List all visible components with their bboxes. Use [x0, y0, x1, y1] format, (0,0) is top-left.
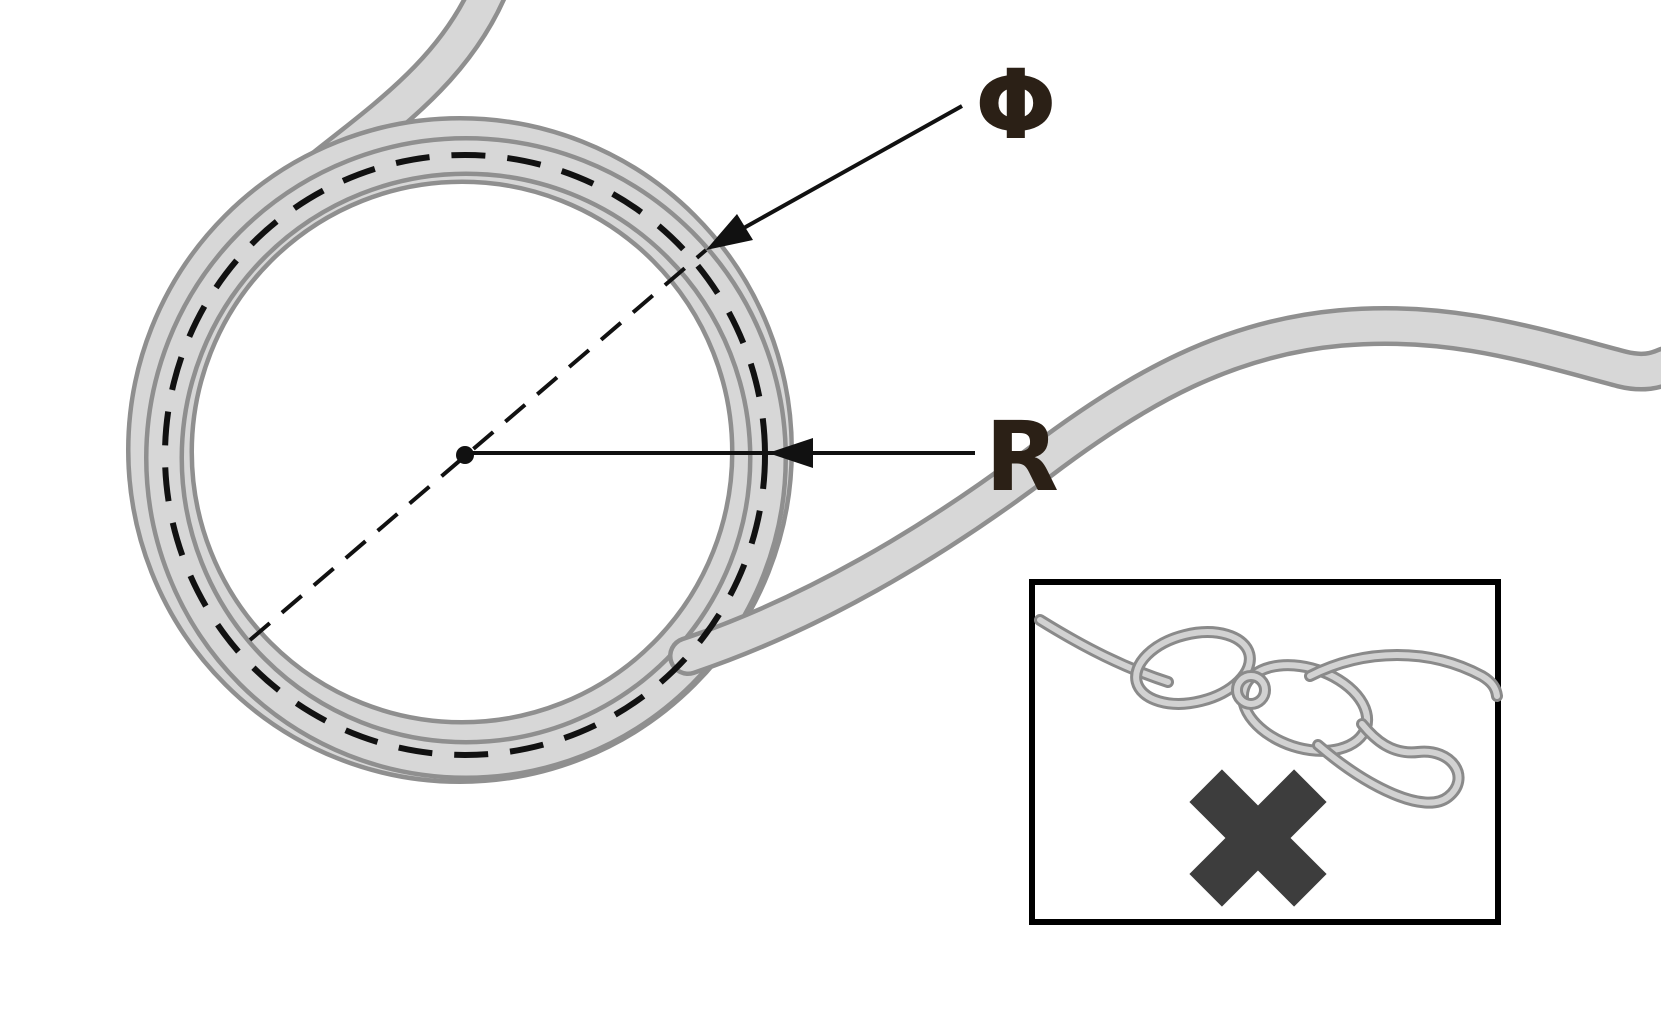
radius-label: R: [985, 401, 1059, 513]
diameter-dimension: [248, 104, 963, 642]
x-mark-icon: [1189, 769, 1327, 907]
diameter-leader-line: [741, 104, 963, 231]
diameter-dashed-line: [248, 248, 708, 642]
radius-dimension: [465, 438, 975, 468]
diameter-label: Φ: [975, 49, 1057, 161]
center-dot: [456, 446, 474, 464]
warning-inset: [1029, 579, 1503, 925]
knotted-cable-illustration: [1034, 614, 1503, 809]
radius-arrowhead-icon: [768, 438, 813, 468]
diameter-arrowhead-icon: [706, 214, 753, 250]
knot-left-loop: [1130, 626, 1256, 710]
